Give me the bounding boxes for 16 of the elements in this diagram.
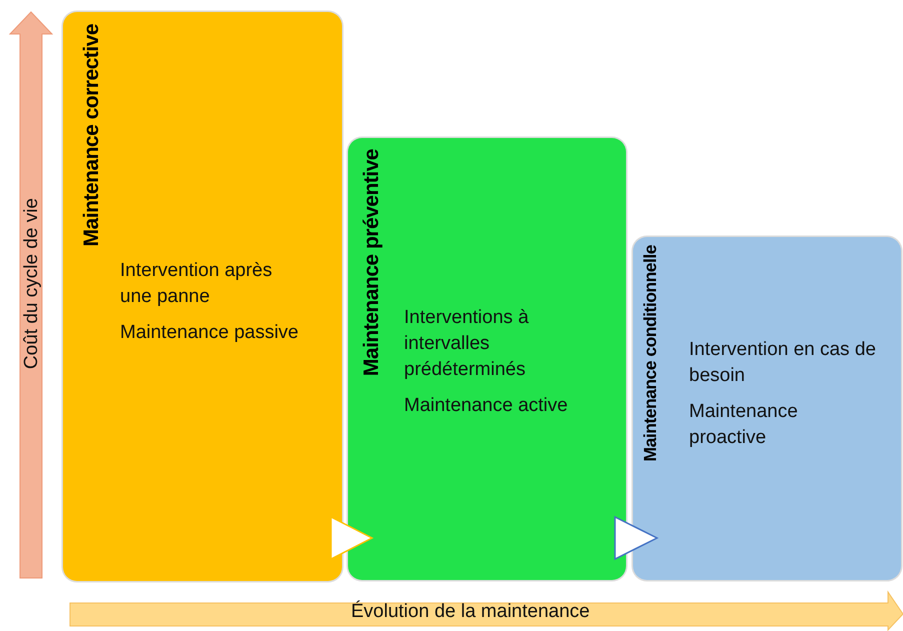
chevron-arrow: [614, 516, 659, 560]
stage-description: Interventions à intervalles prédéterminés: [404, 306, 530, 382]
stage-panel: [63, 12, 342, 581]
axis-label: Évolution de la maintenance: [351, 601, 590, 623]
stage-heading: Maintenance conditionnelle: [640, 245, 661, 462]
stage-heading: Maintenance corrective: [80, 24, 104, 246]
axis-label: Coût du cycle de vie: [21, 198, 43, 370]
stage-description: Maintenance passive: [120, 321, 300, 345]
stage-description: Intervention après une panne: [120, 259, 274, 309]
stage-description: Maintenance proactive: [689, 400, 799, 450]
stage-description: Maintenance active: [404, 394, 569, 418]
stage-description: Intervention en cas de besoin: [689, 338, 877, 388]
stage-panel: [633, 237, 901, 580]
stage-heading: Maintenance préventive: [360, 149, 384, 376]
stage-panel: [348, 138, 626, 580]
chevron-arrow: [330, 516, 374, 560]
